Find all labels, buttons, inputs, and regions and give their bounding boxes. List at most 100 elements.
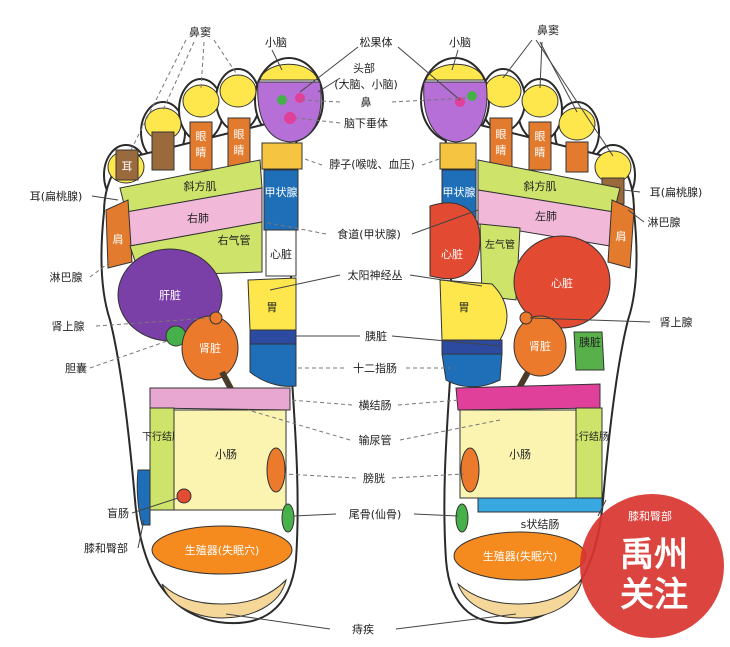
- right-genital-label: 生殖器(失眠穴): [483, 549, 558, 563]
- right-lung-label: 左肺: [535, 210, 557, 223]
- watermark-line-1: 禹州: [620, 535, 688, 575]
- leader-lines: [89, 39, 651, 630]
- right-ascending-colon-label: 上行结肠: [569, 430, 609, 443]
- center-labels: 松果体 头部 (大脑、小脑) 鼻 脑下垂体 脖子(喉咙、血压) 食道(甲状腺) …: [329, 35, 415, 636]
- leader-neck: [301, 157, 323, 166]
- leader-cerebellum-r: [451, 49, 459, 71]
- left-head-zone: [257, 81, 322, 143]
- label-lymph-right: 淋巴腺: [648, 215, 681, 229]
- label-cerebellum-right: 小脑: [449, 36, 471, 49]
- left-eye-zone-1: [151, 131, 175, 171]
- left-trapezius-label: 斜方肌: [184, 179, 217, 193]
- right-sinus-toe-4: [558, 107, 596, 141]
- right-s-colon-zone: [477, 497, 603, 513]
- watermark-knee-label: 膝和臀部: [628, 509, 672, 523]
- left-transverse-colon-zone: [149, 387, 291, 411]
- leader-sinus-l4: [213, 39, 239, 77]
- leader-sinus-l1: [125, 39, 187, 161]
- label-adrenal-left: 肾上腺: [52, 319, 85, 333]
- label-adrenal-right: 肾上腺: [660, 315, 693, 329]
- left-genital-zone: [151, 525, 293, 575]
- right-heart-label: 心脏: [551, 277, 573, 290]
- leader-sinus-l2: [162, 41, 195, 111]
- watermark-stamp: 膝和臀部 禹州 关注: [580, 494, 724, 638]
- left-bladder-zone: [266, 447, 286, 493]
- left-sinus-toe-3: [182, 84, 220, 118]
- right-trachea-label: 左气管: [485, 238, 515, 251]
- left-duodenum-zone: [249, 343, 297, 387]
- leader-adrenal-l: [95, 317, 211, 327]
- right-eye-label-1b: 睛: [496, 144, 507, 157]
- left-genital-label: 生殖器(失眠穴): [185, 543, 260, 557]
- left-knee-hip-zone: [136, 469, 151, 526]
- label-pituitary: 脑下垂体: [344, 116, 388, 130]
- leader-hemorrhoid: [225, 613, 331, 630]
- leader-head: [317, 77, 341, 93]
- leader-nose-r: [391, 97, 469, 103]
- left-lung-label: 右肺: [187, 211, 209, 225]
- leader-pineal-r: [397, 46, 461, 101]
- left-heel-zone: [161, 578, 287, 619]
- right-shoulder-label: 肩: [616, 229, 627, 243]
- right-eye-zone-2: [489, 117, 513, 169]
- leader-coccyx-r: [413, 513, 459, 517]
- leader-pituitary: [295, 117, 341, 124]
- label-head: 头部: [353, 61, 375, 75]
- left-appendix-zone: [176, 488, 192, 504]
- leader-appendix-l: [131, 497, 179, 514]
- label-hemorrhoid: 痔疾: [352, 622, 374, 636]
- right-eye-zone-1: [565, 141, 589, 173]
- right-sinus-toe-2: [484, 74, 522, 108]
- right-coccyx-zone: [455, 503, 469, 533]
- leader-solar-r: [409, 274, 483, 287]
- label-lymph-left: 淋巴腺: [50, 270, 83, 284]
- leader-ureter-r: [399, 419, 501, 441]
- right-pancreas-zone: [573, 331, 605, 371]
- leader-cerebellum-l: [271, 49, 283, 71]
- left-eye-label-2a: 眼: [234, 128, 245, 141]
- right-foot: 耳 眼 睛 眼 睛 斜方肌 左肺 肩 甲状腺 心脏 左气管 心脏 胃 肾脏 胰脏: [420, 57, 638, 624]
- left-thyroid-zone: [263, 169, 299, 231]
- right-trachea-zone: [479, 223, 521, 301]
- leader-neck-r: [421, 157, 443, 166]
- left-side-labels: 鼻窦 小脑 耳(扁桃腺) 淋巴腺 肾上腺 胆囊 盲肠 膝和臀部: [30, 25, 287, 555]
- leader-transverse-r: [397, 399, 461, 406]
- left-liver-label: 肝脏: [159, 289, 181, 302]
- leader-knee-r: [597, 499, 607, 517]
- label-sinus-left: 鼻窦: [189, 25, 211, 39]
- label-pancreas: 胰脏: [365, 329, 387, 343]
- left-coccyx-zone: [281, 503, 295, 533]
- leader-knee-l: [137, 519, 145, 549]
- leader-bladder-r: [391, 473, 465, 479]
- left-shoulder-zone: [105, 199, 133, 269]
- leader-transverse: [289, 399, 353, 406]
- left-eye-label-1b: 睛: [196, 146, 207, 159]
- right-duodenum-zone: [441, 353, 503, 388]
- watermark-circle: [580, 494, 724, 638]
- right-sinus-toe-3: [521, 84, 559, 118]
- leader-esophagus: [263, 221, 327, 235]
- right-eye-label-2b: 睛: [535, 146, 546, 159]
- label-appendix-left: 盲肠: [107, 506, 129, 520]
- left-small-intestine-zone: [173, 409, 287, 511]
- leader-sinus-r3: [539, 41, 543, 89]
- left-heart-zone: [265, 229, 297, 277]
- watermark-line-2: 关注: [620, 575, 688, 615]
- left-ear-label: 耳: [122, 160, 133, 173]
- left-adrenal-dot: [209, 311, 223, 325]
- right-stomach-zone: [439, 279, 508, 341]
- right-transverse-colon-zone: [455, 383, 601, 411]
- right-heart-small-zone: [429, 202, 481, 280]
- leader-gallbladder-l: [89, 339, 171, 369]
- leader-lymph-r: [627, 209, 645, 223]
- right-eye-label-1a: 眼: [496, 128, 507, 141]
- label-gallbladder-left: 胆囊: [65, 361, 87, 375]
- left-kidney-label: 肾脏: [199, 342, 221, 355]
- leader-ear-l: [91, 195, 119, 201]
- left-sinus-toe-2: [219, 74, 257, 108]
- right-ascending-colon-zone: [575, 407, 603, 509]
- left-eye-label-1a: 眼: [196, 130, 207, 143]
- right-s-colon-label: s状结肠: [521, 517, 560, 531]
- label-pineal: 松果体: [360, 35, 393, 49]
- left-descending-colon-label: 下行结肠: [142, 430, 182, 443]
